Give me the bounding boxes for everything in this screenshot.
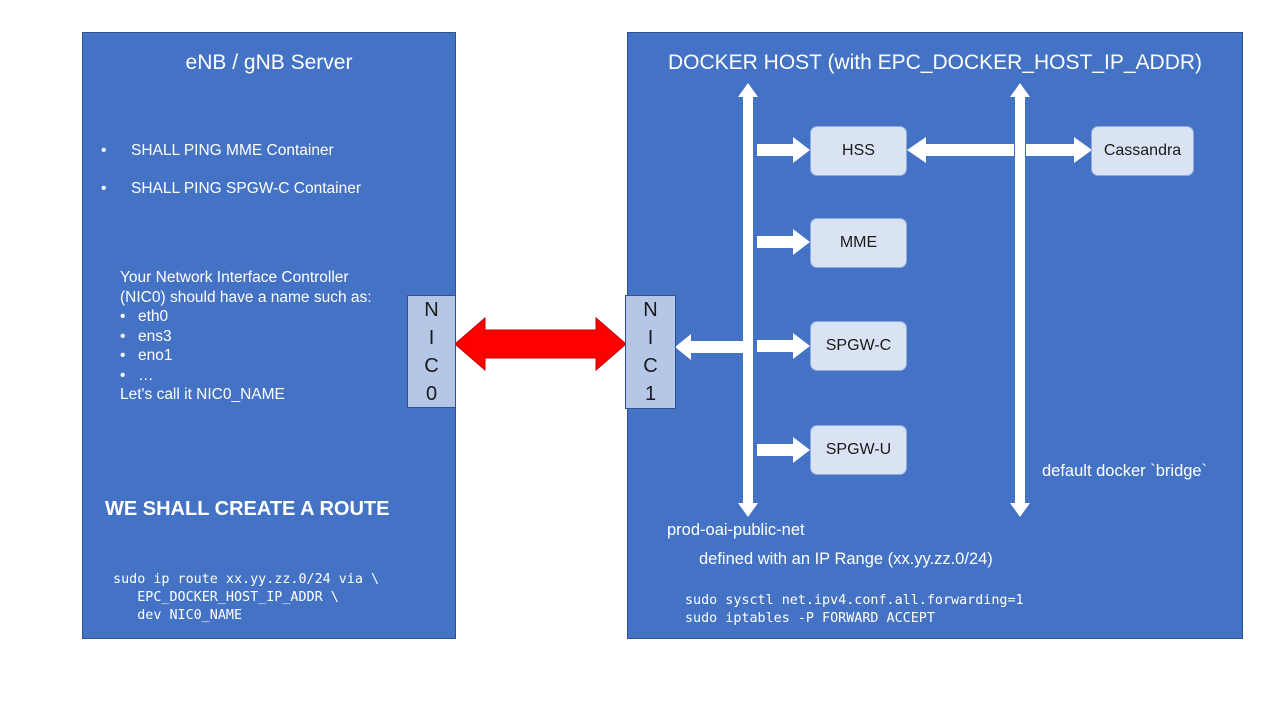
ip-range-label: defined with an IP Range (xx.yy.zz.0/24) — [699, 550, 993, 568]
nic0-letter: C — [424, 354, 439, 377]
hss-bridge-arrow — [907, 137, 1014, 163]
bus-to-spgwu-arrow — [757, 437, 810, 463]
nic1-interface: N I C 1 — [625, 295, 676, 409]
bridge-bus-arrow — [1010, 83, 1030, 517]
requirement-ping-spgwc-text: SHALL PING SPGW-C Container — [131, 180, 361, 197]
nic-name-item: eth0 — [120, 307, 372, 327]
nic0-interface: N I C 0 — [407, 295, 456, 408]
nic-intro-line2: (NIC0) should have a name such as: — [120, 288, 372, 306]
spgwu-container: SPGW-U — [810, 425, 907, 475]
requirement-ping-mme-text: SHALL PING MME Container — [131, 142, 334, 159]
public-net-label: prod-oai-public-net — [667, 521, 805, 539]
nic-call-name: Let's call it NIC0_NAME — [120, 386, 285, 403]
bridge-to-cassandra-arrow — [1026, 137, 1092, 163]
route-heading: WE SHALL CREATE A ROUTE — [105, 498, 390, 520]
spgwc-container: SPGW-C — [810, 321, 907, 371]
nic0-letter: I — [428, 326, 435, 349]
bus-to-spgwc-arrow — [757, 333, 810, 359]
nic-description: Your Network Interface Controller (NIC0)… — [120, 268, 372, 405]
public-net-bus-arrow — [738, 83, 758, 517]
nic-name-item: eno1 — [120, 346, 372, 366]
cassandra-container: Cassandra — [1091, 126, 1194, 176]
nic-link-arrow — [454, 316, 627, 372]
nic1-letter: I — [647, 327, 654, 349]
host-forwarding-commands: sudo sysctl net.ipv4.conf.all.forwarding… — [685, 593, 1024, 626]
nic-name-item: … — [120, 366, 372, 386]
nic-intro-line1: Your Network Interface Controller — [120, 269, 349, 286]
route-command: sudo ip route xx.yy.zz.0/24 via \ EPC_DO… — [113, 572, 380, 623]
bus-to-hss-arrow — [757, 137, 810, 163]
nic-name-list: eth0 ens3 eno1 … — [120, 307, 372, 385]
bus-to-mme-arrow — [757, 229, 810, 255]
hss-container: HSS — [810, 126, 907, 176]
enb-server-panel: eNB / gNB Server • SHALL PING MME Contai… — [82, 32, 456, 639]
nic1-letter: C — [643, 355, 658, 377]
mme-container: MME — [810, 218, 907, 268]
nic0-letter: 0 — [425, 382, 438, 405]
docker-host-title: DOCKER HOST (with EPC_DOCKER_HOST_IP_ADD… — [667, 51, 1203, 74]
nic1-letter: N — [643, 299, 658, 321]
nic1-to-bus-arrow — [675, 334, 743, 360]
nic0-letter: N — [424, 298, 439, 321]
bridge-network-label: default docker `bridge` — [1042, 462, 1208, 480]
nic1-letter: 1 — [644, 383, 657, 405]
enb-server-title: eNB / gNB Server — [185, 51, 353, 74]
nic-name-item: ens3 — [120, 327, 372, 347]
